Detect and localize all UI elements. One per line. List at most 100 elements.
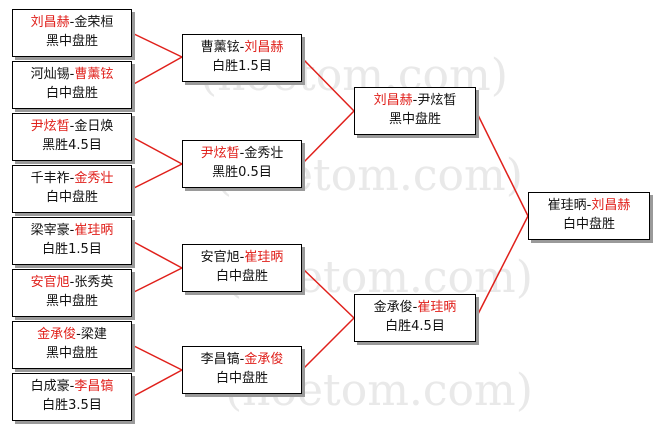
separator: -	[69, 275, 75, 290]
match-result: 白中盘胜	[215, 371, 268, 386]
bracket-connector-line	[131, 56, 183, 86]
match-box: 尹炫晳-金秀壮 黑胜0.5目	[182, 140, 302, 188]
match-result: 白胜4.5目	[385, 319, 445, 334]
bracket-connector-line	[131, 369, 183, 398]
separator: -	[69, 223, 75, 238]
match-box: 安官旭-崔珪昞 白中盘胜	[182, 244, 302, 292]
separator: -	[69, 15, 75, 30]
match-box: 梁宰豪-崔珪昞 白胜1.5目	[12, 217, 132, 265]
separator: -	[69, 171, 75, 186]
match-players: 尹炫晳-金日焕	[13, 117, 131, 136]
player-name: 金日焕	[74, 119, 114, 134]
bracket-connector-line	[131, 32, 183, 58]
match-result: 白中盘胜	[45, 86, 98, 101]
separator: -	[412, 300, 418, 315]
match-players: 刘昌赫-金荣桓	[13, 13, 131, 32]
match-result: 黑胜4.5目	[42, 138, 102, 153]
player-name: 崔珪昞	[74, 223, 114, 238]
match-box: 尹炫晳-金日焕 黑胜4.5目	[12, 113, 132, 161]
match-result: 黑胜0.5目	[212, 165, 272, 180]
bracket-connector-line	[301, 317, 355, 371]
match-players: 安官旭-张秀英	[13, 273, 131, 292]
match-result: 白胜1.5目	[42, 242, 102, 257]
match-players: 金承俊-崔珪昞	[355, 298, 475, 317]
bracket-connector-line	[131, 136, 183, 165]
bracket-connector-line	[301, 267, 355, 319]
player-name: 刘昌赫	[591, 198, 631, 213]
player-name: 金荣桓	[74, 15, 114, 30]
match-box: 崔珪昞-刘昌赫 白中盘胜	[528, 192, 650, 240]
player-name: 曹薰铉	[74, 67, 114, 82]
separator: -	[69, 119, 75, 134]
match-box: 金承俊-崔珪昞 白胜4.5目	[354, 294, 476, 342]
separator: -	[586, 198, 592, 213]
match-result: 黑中盘胜	[388, 112, 441, 127]
player-name: 张秀英	[74, 275, 114, 290]
player-name: 刘昌赫	[373, 93, 413, 108]
match-players: 白成豪-李昌镐	[13, 377, 131, 396]
match-result: 白中盘胜	[562, 217, 615, 232]
player-name: 梁建	[80, 327, 107, 342]
player-name: 李昌镐	[200, 352, 240, 367]
separator: -	[76, 327, 81, 342]
match-result: 白胜1.5目	[212, 59, 272, 74]
match-players: 刘昌赫-尹炫晳	[355, 91, 475, 110]
match-box: 白成豪-李昌镐 白胜3.5目	[12, 373, 132, 421]
separator: -	[239, 40, 245, 55]
match-result: 黑中盘胜	[45, 294, 98, 309]
player-name: 崔珪昞	[417, 300, 457, 315]
match-result: 白中盘胜	[215, 269, 268, 284]
separator: -	[239, 146, 245, 161]
match-result: 白中盘胜	[45, 190, 98, 205]
player-name: 金秀壮	[74, 171, 114, 186]
bracket-connector-line	[475, 215, 529, 319]
player-name: 尹炫晳	[417, 93, 457, 108]
match-result: 黑中盘胜	[45, 34, 98, 49]
player-name: 李昌镐	[74, 379, 114, 394]
player-name: 曹薰铉	[200, 40, 240, 55]
player-name: 尹炫晳	[200, 146, 240, 161]
match-players: 李昌镐-金承俊	[183, 350, 301, 369]
separator: -	[69, 67, 75, 82]
player-name: 金秀壮	[244, 146, 284, 161]
bracket-connector-line	[301, 110, 355, 165]
match-players: 崔珪昞-刘昌赫	[529, 196, 649, 215]
player-name: 刘昌赫	[244, 40, 284, 55]
bracket-connector-line	[131, 267, 183, 294]
player-name: 崔珪昞	[547, 198, 587, 213]
player-name: 金承俊	[373, 300, 413, 315]
match-box: 李昌镐-金承俊 白中盘胜	[182, 346, 302, 394]
bracket-connector-line	[475, 110, 529, 217]
match-box: 安官旭-张秀英 黑中盘胜	[12, 269, 132, 317]
player-name: 白成豪	[30, 379, 70, 394]
match-box: 曹薰铉-刘昌赫 白胜1.5目	[182, 34, 302, 82]
player-name: 刘昌赫	[30, 15, 70, 30]
match-players: 金承俊-梁建	[13, 325, 131, 344]
separator: -	[69, 379, 75, 394]
player-name: 河灿锡	[30, 67, 70, 82]
match-players: 千丰祚-金秀壮	[13, 169, 131, 188]
separator: -	[239, 250, 245, 265]
bracket-connector-line	[301, 57, 355, 112]
bracket-connector-line	[131, 163, 183, 190]
match-box: 金承俊-梁建 黑中盘胜	[12, 321, 132, 369]
match-players: 尹炫晳-金秀壮	[183, 144, 301, 163]
match-players: 梁宰豪-崔珪昞	[13, 221, 131, 240]
player-name: 梁宰豪	[30, 223, 70, 238]
player-name: 安官旭	[30, 275, 70, 290]
player-name: 千丰祚	[30, 171, 70, 186]
match-result: 黑中盘胜	[45, 346, 98, 361]
match-players: 曹薰铉-刘昌赫	[183, 38, 301, 57]
separator: -	[239, 352, 245, 367]
match-box: 河灿锡-曹薰铉 白中盘胜	[12, 61, 132, 109]
player-name: 尹炫晳	[30, 119, 70, 134]
match-box: 刘昌赫-金荣桓 黑中盘胜	[12, 9, 132, 57]
match-players: 安官旭-崔珪昞	[183, 248, 301, 267]
match-result: 白胜3.5目	[42, 398, 102, 413]
player-name: 安官旭	[200, 250, 240, 265]
separator: -	[412, 93, 418, 108]
match-players: 河灿锡-曹薰铉	[13, 65, 131, 84]
player-name: 崔珪昞	[244, 250, 284, 265]
